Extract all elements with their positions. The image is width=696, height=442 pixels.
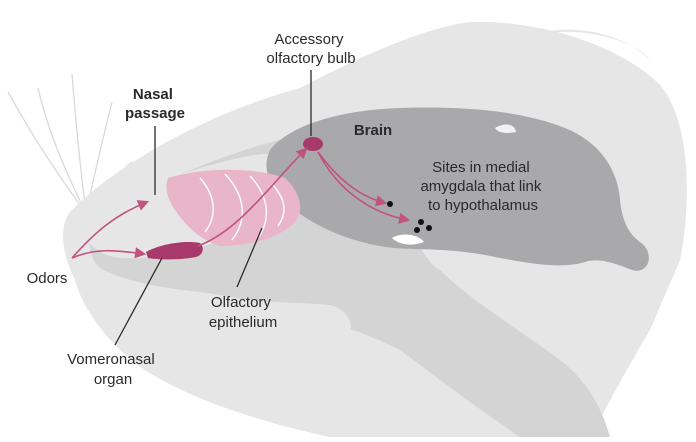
label-brain: Brain xyxy=(354,122,392,139)
brain-notch xyxy=(495,124,516,133)
label-odors: Odors xyxy=(27,270,68,287)
label-amygdala-sites: Sites in medial amygdala that link to hy… xyxy=(420,159,545,214)
arrow-vomeronasal-to-bulb xyxy=(197,147,308,247)
arrow-bulb-to-amygdala-1 xyxy=(317,151,388,207)
lower-jaw xyxy=(110,280,351,353)
leader-epithelium xyxy=(236,227,263,288)
brain xyxy=(266,107,649,271)
amygdala-dot xyxy=(426,225,432,231)
leader-vomeronasal xyxy=(114,257,163,346)
brain-ventricle xyxy=(392,234,424,245)
label-nasal-passage: Nasal passage xyxy=(125,86,185,122)
pathway-arrows xyxy=(71,147,411,259)
amygdala-sites xyxy=(387,201,432,233)
amygdala-dot xyxy=(387,201,393,207)
olfactory-epithelium xyxy=(166,169,301,246)
amygdala-dot xyxy=(414,227,420,233)
arrow-bulb-to-amygdala-2 xyxy=(317,151,411,224)
amygdala-dot xyxy=(418,219,424,225)
label-accessory-bulb: Accessory olfactory bulb xyxy=(266,31,355,67)
accessory-olfactory-bulb xyxy=(303,137,323,151)
vomeronasal-organ xyxy=(146,242,203,260)
epithelium-folds xyxy=(199,173,285,241)
label-vomeronasal-organ: Vomeronasal organ xyxy=(67,351,159,388)
leader-lines xyxy=(114,70,312,346)
label-olfactory-epithelium: Olfactory epithelium xyxy=(209,294,277,331)
arrow-odors-to-nasal xyxy=(71,200,150,259)
arrow-odors-to-vomeronasal xyxy=(71,247,147,259)
